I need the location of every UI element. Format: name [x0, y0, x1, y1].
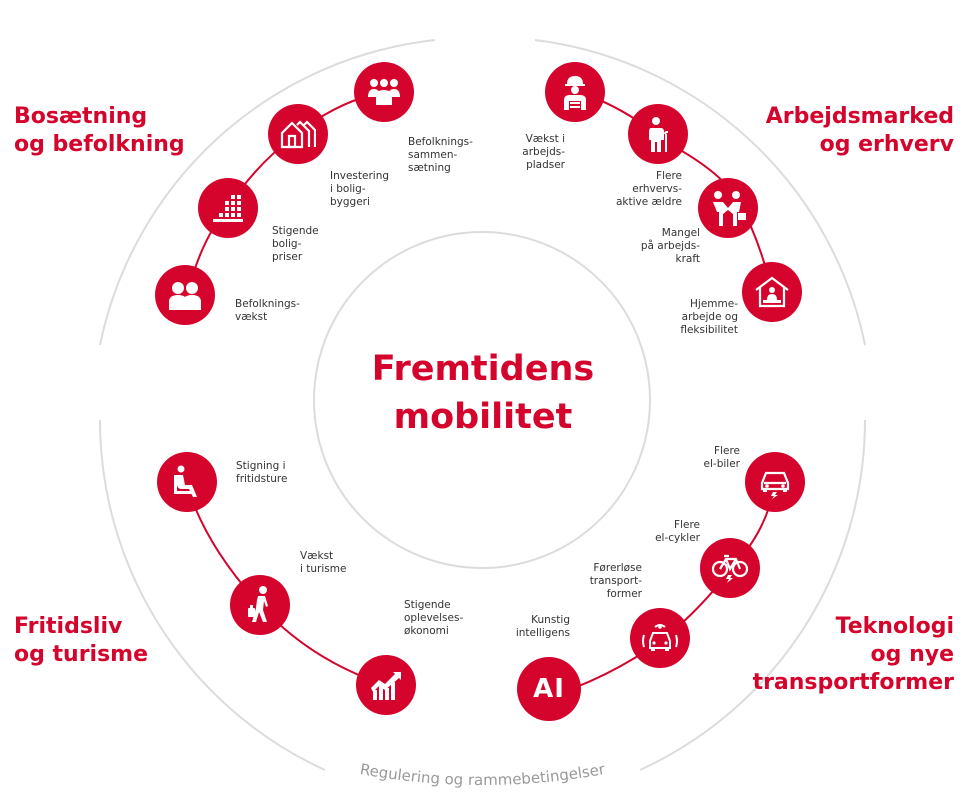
label-mangel: Mangel på arbejds- kraft	[640, 227, 700, 265]
seat-icon-node	[157, 452, 217, 512]
label-elbiler: Flere el-biler	[703, 445, 740, 470]
group-icon	[368, 79, 400, 105]
category-arbejdsmarked: Arbejdsmarked og erhverv	[765, 104, 954, 157]
label-stigende-boligpriser: Stigende bolig- priser	[272, 225, 319, 263]
growth-chart-icon	[371, 672, 401, 700]
growth-icon-node	[356, 655, 416, 715]
autonomous-car-icon	[642, 624, 678, 651]
people-icon	[169, 282, 201, 310]
home-office-icon	[755, 276, 789, 308]
ai-node: AI	[517, 657, 581, 721]
inner-ring	[313, 231, 651, 569]
people-icon-node	[155, 265, 215, 325]
building-icon	[213, 195, 243, 222]
label-investering: Investering i bolig- byggeri	[330, 170, 390, 208]
passenger-seat-icon	[174, 465, 197, 497]
house-icon	[280, 120, 316, 149]
elderly-icon-node	[628, 104, 688, 164]
regulering-label: Regulering og rammebetingelser	[359, 760, 607, 789]
ai-text-icon: AI	[533, 674, 565, 704]
group-icon-node	[354, 62, 414, 122]
elderly-icon	[649, 117, 668, 152]
category-fritidsliv: Fritidsliv og turisme	[14, 614, 149, 667]
bike-icon-node	[700, 538, 760, 598]
label-turisme: Vækst i turisme	[300, 550, 347, 575]
worker-icon	[564, 76, 586, 110]
category-bosaetning: Bosætning og befolkning	[14, 104, 185, 157]
label-befolkningsvaekst: Befolknings- vækst	[235, 298, 300, 323]
connector-bottom-left	[186, 484, 386, 686]
traveler-icon	[248, 586, 268, 622]
label-flere-aeldre: Flere erhvervs- aktive ældre	[616, 170, 682, 208]
center-title: Fremtidens mobilitet	[371, 349, 595, 437]
handshake-icon-node	[698, 178, 758, 238]
connector-top-right	[574, 89, 773, 293]
label-vaekst-arbejdspladser: Vækst i arbejds- pladser	[522, 133, 565, 171]
outer-ring-arc-bottom-right	[639, 419, 866, 771]
connector-top-left	[185, 91, 386, 301]
electric-bike-icon	[711, 554, 749, 583]
label-sammensaetning: Befolknings- sammen- sætning	[408, 136, 473, 174]
traveler-icon-node	[230, 575, 290, 635]
label-oplevelses: Stigende oplevelses- økonomi	[404, 599, 464, 637]
autonomous-icon-node	[630, 608, 690, 668]
home-office-icon-node	[742, 262, 802, 322]
label-kunstig: Kunstig intelligens	[515, 614, 570, 639]
label-fritidsture: Stigning i fritidsture	[236, 460, 288, 485]
category-teknologi: Teknologi og nye transportformer	[752, 614, 954, 695]
outer-ring-arc-bottom-left	[99, 419, 326, 771]
worker-icon-node	[545, 62, 605, 122]
house-icon-node	[268, 104, 328, 164]
building-icon-node	[198, 178, 258, 238]
electric-car-icon	[760, 471, 790, 499]
car-icon-node	[745, 452, 805, 512]
label-elcykler: Flere el-cykler	[655, 519, 700, 544]
label-forerlose: Førerløse transport- former	[589, 562, 642, 600]
handshake-icon	[713, 191, 746, 226]
outer-ring-arc-top-left	[99, 39, 436, 346]
outer-ring-arc-top-right	[534, 39, 866, 346]
connector-bottom-right	[573, 484, 775, 689]
label-hjemmearbejde: Hjemme- arbejde og fleksibilitet	[680, 298, 738, 336]
